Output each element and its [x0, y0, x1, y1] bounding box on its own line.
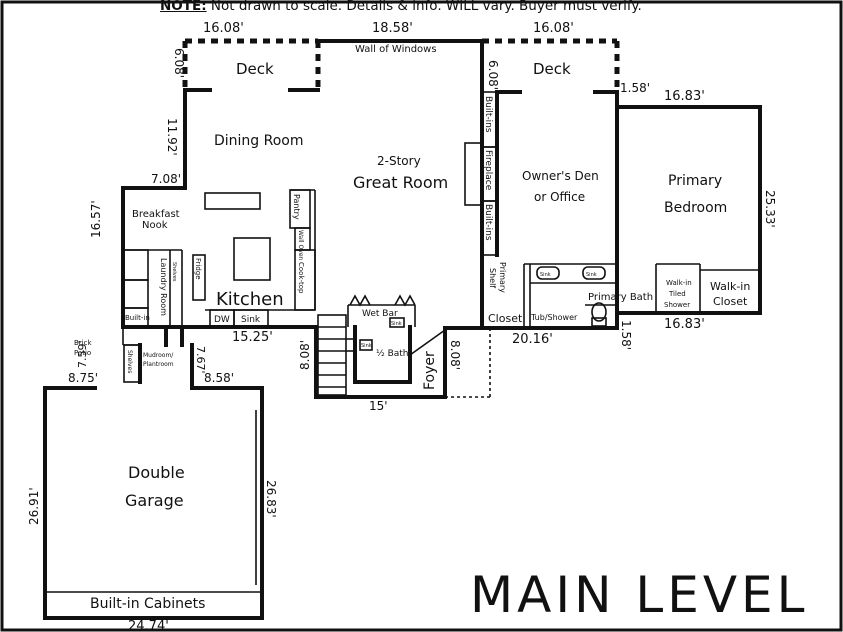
dim-garage-width: 24.74' — [128, 619, 169, 632]
dim-primary-top-width: 16.83' — [664, 89, 705, 104]
label-half-bath: ½ Bath — [376, 349, 409, 359]
label-brick-patio-2: Patio — [74, 349, 91, 357]
dim-patio-depth: 7.59' — [76, 340, 89, 368]
label-breakfast-1: Breakfast — [132, 209, 180, 220]
label-wall-oven: Wall Oven — [297, 230, 304, 260]
label-fireplace: Fireplace — [483, 150, 493, 191]
label-shelves: Shelves — [126, 350, 133, 373]
dim-primary-depth: 25.33' — [763, 190, 777, 228]
label-cooktop: Cook-top — [297, 262, 305, 294]
staircase — [314, 314, 447, 399]
label-bath-sink-2: Sink — [586, 272, 597, 278]
label-walkin-closet-2: Closet — [713, 295, 748, 308]
label-builtins-bottom: Built-ins — [483, 204, 493, 241]
dim-wall-of-windows: 18.58' — [372, 21, 413, 36]
dim-deck-left-width: 16.08' — [203, 21, 244, 36]
dim-deck-right-depth: 6.08' — [486, 60, 500, 90]
label-deck-right: Deck — [533, 60, 571, 78]
plan-title: MAIN LEVEL — [470, 566, 809, 624]
deck-right-outline — [482, 38, 620, 94]
laundry-fixtures — [122, 249, 183, 328]
builtins-fireplace — [464, 91, 498, 256]
bath-fixtures — [536, 266, 607, 327]
label-primary-1: Primary — [668, 173, 722, 189]
dim-kitchen-width: 15.25' — [232, 330, 273, 345]
label-walkin-closet-1: Walk-in — [710, 280, 750, 293]
dim-deck-right-width: 16.08' — [533, 21, 574, 36]
label-primary-closet-1: Primary — [498, 262, 507, 293]
label-brick-patio-1: Brick — [74, 339, 92, 347]
label-tub-shower: Tub/Shower — [530, 313, 578, 322]
label-built-in-cabinets: Built-in Cabinets — [90, 596, 205, 612]
label-kitchen: Kitchen — [216, 289, 284, 310]
deck-left-outline — [182, 38, 321, 92]
dim-deck-left-depth: 6.08' — [172, 48, 186, 78]
label-walkin-shower-1: Walk-in — [666, 279, 692, 287]
dim-primary-offset-bottom: 1.58' — [619, 320, 633, 350]
label-laundry: Laundry Room — [159, 258, 168, 316]
label-primary-2: Bedroom — [664, 200, 727, 216]
main-walls — [121, 39, 762, 330]
label-pantry: Pantry — [292, 194, 301, 220]
label-breakfast-2: Nook — [142, 220, 168, 231]
dim-stair-width: 15' — [369, 399, 388, 413]
label-foyer: Foyer — [422, 351, 438, 390]
mudroom-walls — [122, 325, 260, 390]
dim-garage-right-depth: 26.83' — [264, 480, 278, 518]
label-garage-2: Garage — [125, 491, 184, 510]
label-primary-closet-2: Shelf — [488, 268, 497, 288]
dim-primary-offset-top: 1.58' — [620, 81, 650, 95]
label-wall-of-windows: Wall of Windows — [355, 44, 437, 55]
label-built-in: Built-in — [125, 314, 150, 322]
label-mudroom-2: Plantroom — [143, 361, 174, 368]
dim-mudroom-width: 8.58' — [204, 371, 234, 385]
dim-foyer-depth: 8.08' — [448, 340, 462, 370]
label-dw: DW — [214, 315, 230, 325]
dim-dining-offset: 7.08' — [151, 172, 181, 186]
label-walkin-shower-2: Tiled — [668, 290, 686, 298]
label-wet-bar-sink: Sink — [391, 321, 402, 327]
label-sink: Sink — [241, 315, 261, 325]
room-labels: Deck Deck Wall of Windows Dining Room 2-… — [74, 44, 750, 612]
label-wet-bar: Wet Bar — [362, 309, 398, 319]
label-great-room-2: Great Room — [353, 173, 448, 192]
dimension-labels: 16.08' 18.58' 16.08' 6.08' 6.08' 11.92' … — [27, 21, 777, 632]
wet-bar-fixtures — [347, 294, 416, 351]
label-walkin-shower-3: Shower — [664, 301, 690, 309]
dim-kitchen-depth: 16.57' — [89, 200, 103, 238]
dim-mudroom-depth: 7.67' — [194, 346, 207, 374]
label-deck-left: Deck — [236, 60, 274, 78]
label-fridge: Fridge — [194, 258, 202, 280]
foyer-door-swing — [409, 329, 446, 356]
kitchen-fixtures — [192, 189, 316, 327]
label-owners-den-2: or Office — [534, 190, 585, 204]
garage-walls — [43, 386, 264, 620]
label-builtins-top: Built-ins — [483, 96, 493, 133]
label-great-room-1: 2-Story — [377, 154, 421, 168]
dim-patio-width: 8.75' — [68, 371, 98, 385]
dim-dining-depth: 11.92' — [165, 118, 179, 156]
label-dining-room: Dining Room — [214, 133, 304, 149]
dim-primary-bottom-width: 16.83' — [664, 317, 705, 332]
label-laundry-shelves: Shelves — [171, 262, 177, 282]
label-bath-sink-1: Sink — [540, 272, 551, 278]
dim-owners-bottom-width: 20.16' — [512, 332, 553, 347]
label-owners-den-1: Owner's Den — [522, 169, 599, 183]
label-half-bath-sink: Sink — [361, 343, 372, 349]
dim-garage-left-depth: 26.91' — [27, 487, 41, 525]
label-mudroom-1: Mudroom/ — [143, 352, 174, 359]
label-primary-bath: Primary Bath — [588, 292, 653, 303]
dim-stair-depth: 8.08' — [298, 340, 312, 370]
label-closet: Closet — [488, 312, 523, 325]
label-garage-1: Double — [128, 463, 185, 482]
